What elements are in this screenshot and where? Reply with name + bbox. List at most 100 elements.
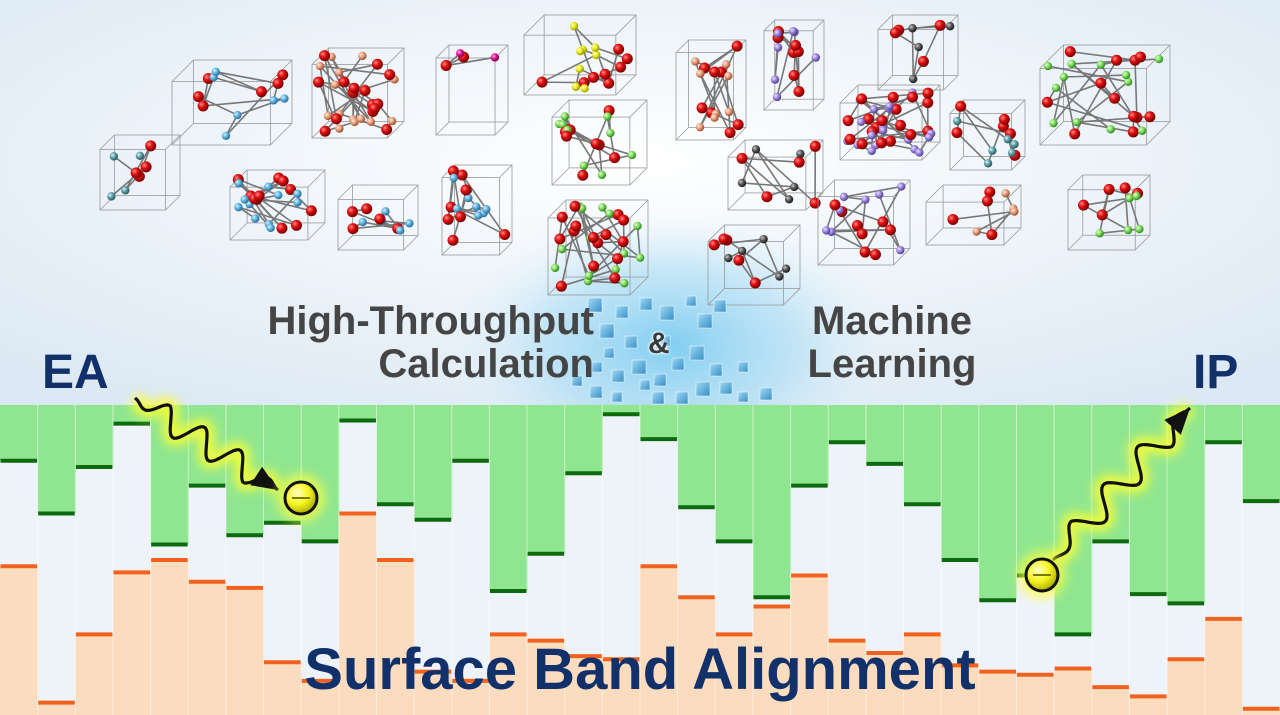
crystal-unit-cell: [547, 199, 649, 296]
crystal-unit-cell: [817, 179, 911, 266]
cell-edge: [403, 235, 419, 251]
metal-atom: [972, 227, 981, 236]
cell-edge: [675, 127, 689, 141]
oxygen-atom: [856, 93, 868, 105]
atom-bond: [976, 210, 1015, 233]
oxygen-atom: [609, 272, 621, 284]
cell-edge: [707, 224, 725, 242]
metal-atom: [233, 110, 242, 120]
metal-atom: [591, 43, 600, 52]
metal-atom: [908, 24, 917, 33]
atom-bond: [755, 148, 816, 204]
valence-band-region: [602, 659, 641, 715]
metal-atom: [1135, 224, 1144, 234]
data-cube: [651, 391, 665, 405]
oxygen-atom: [917, 55, 929, 67]
valence-band-region: [75, 634, 114, 715]
cell-edge: [99, 148, 166, 211]
metal-atom: [790, 182, 799, 192]
cell-edge: [921, 141, 941, 161]
oxygen-atom: [887, 91, 899, 103]
cell-edge: [1003, 184, 1022, 203]
metal-atom: [620, 279, 629, 288]
valence-band-region: [1129, 696, 1168, 715]
oxygen-atom: [130, 167, 142, 179]
cell-edge: [307, 222, 326, 241]
atom-bond: [319, 65, 329, 116]
conduction-band-region: [37, 405, 76, 514]
metal-atom: [691, 57, 700, 66]
conduction-band-region: [715, 405, 754, 542]
oxygen-atom: [859, 246, 871, 258]
oxygen-atom: [876, 137, 888, 149]
conduction-band-region: [564, 405, 603, 474]
cell-edge: [707, 288, 725, 306]
cell-edge: [733, 127, 747, 141]
metal-atom: [1154, 54, 1164, 64]
ip-wavy-arrow-head: [1164, 408, 1190, 435]
atom-bond: [754, 267, 787, 284]
oxygen-atom: [338, 76, 350, 88]
data-cube: [591, 361, 603, 373]
oxygen-atom: [569, 200, 581, 212]
metal-atom: [633, 221, 642, 231]
oxygen-atom: [319, 50, 331, 62]
atom-bond: [741, 157, 768, 198]
valence-band-region: [263, 662, 302, 715]
metal-atom: [557, 244, 567, 254]
conduction-band-region: [0, 405, 39, 461]
atom-bond: [327, 89, 366, 117]
cell-edge: [763, 98, 776, 111]
data-cube: [737, 361, 749, 373]
oxygen-atom: [869, 249, 881, 261]
data-cube: [737, 391, 749, 403]
atom-bond: [956, 132, 989, 164]
cell-edge: [893, 248, 911, 266]
valence-band-region: [640, 566, 679, 715]
data-cube: [589, 385, 603, 399]
oxygen-atom: [1078, 199, 1090, 211]
cell-edge: [403, 184, 419, 200]
metal-atom: [350, 117, 359, 127]
cell-edge: [812, 98, 825, 111]
metal-atom: [627, 150, 637, 160]
cell-edge: [1063, 44, 1171, 122]
oxygen-atom: [347, 223, 359, 235]
oxygen-atom: [733, 254, 745, 266]
oxygen-atom: [255, 86, 267, 98]
metal-atom: [395, 226, 405, 235]
metal-atom: [597, 170, 607, 180]
data-cube: [709, 363, 723, 377]
metal-atom: [988, 146, 997, 155]
crystal-unit-cell: [435, 44, 509, 136]
oxygen-atom: [454, 211, 466, 223]
metal-atom: [293, 189, 302, 198]
valence-band-region: [677, 597, 716, 715]
valence-band-region: [941, 665, 980, 715]
electron-arrows: [130, 391, 1196, 599]
oxygen-atom: [809, 140, 821, 152]
metal-atom: [234, 202, 243, 212]
oxygen-atom: [986, 229, 998, 241]
oxygen-atom: [599, 68, 611, 80]
crystal-unit-cell: [707, 224, 801, 306]
metal-atom: [788, 26, 798, 36]
valence-band-region: [188, 581, 227, 715]
metal-atom: [387, 116, 397, 126]
data-cube: [631, 359, 647, 375]
metal-atom: [1125, 193, 1134, 203]
data-cube: [671, 357, 685, 371]
metal-atom: [635, 253, 645, 262]
crystal-unit-cell: [1039, 44, 1171, 146]
oxygen-atom: [1111, 54, 1123, 66]
crystal-unit-cell: [877, 14, 959, 91]
metal-atom: [1059, 72, 1069, 82]
metal-atom: [550, 263, 560, 273]
cell-edge: [783, 224, 801, 242]
metal-atom: [472, 202, 481, 211]
atom-bond: [561, 212, 610, 250]
oxygen-atom: [809, 197, 821, 209]
cell-edge: [1067, 234, 1084, 251]
oxygen-atom: [736, 152, 748, 164]
oxygen-atom: [577, 169, 589, 181]
